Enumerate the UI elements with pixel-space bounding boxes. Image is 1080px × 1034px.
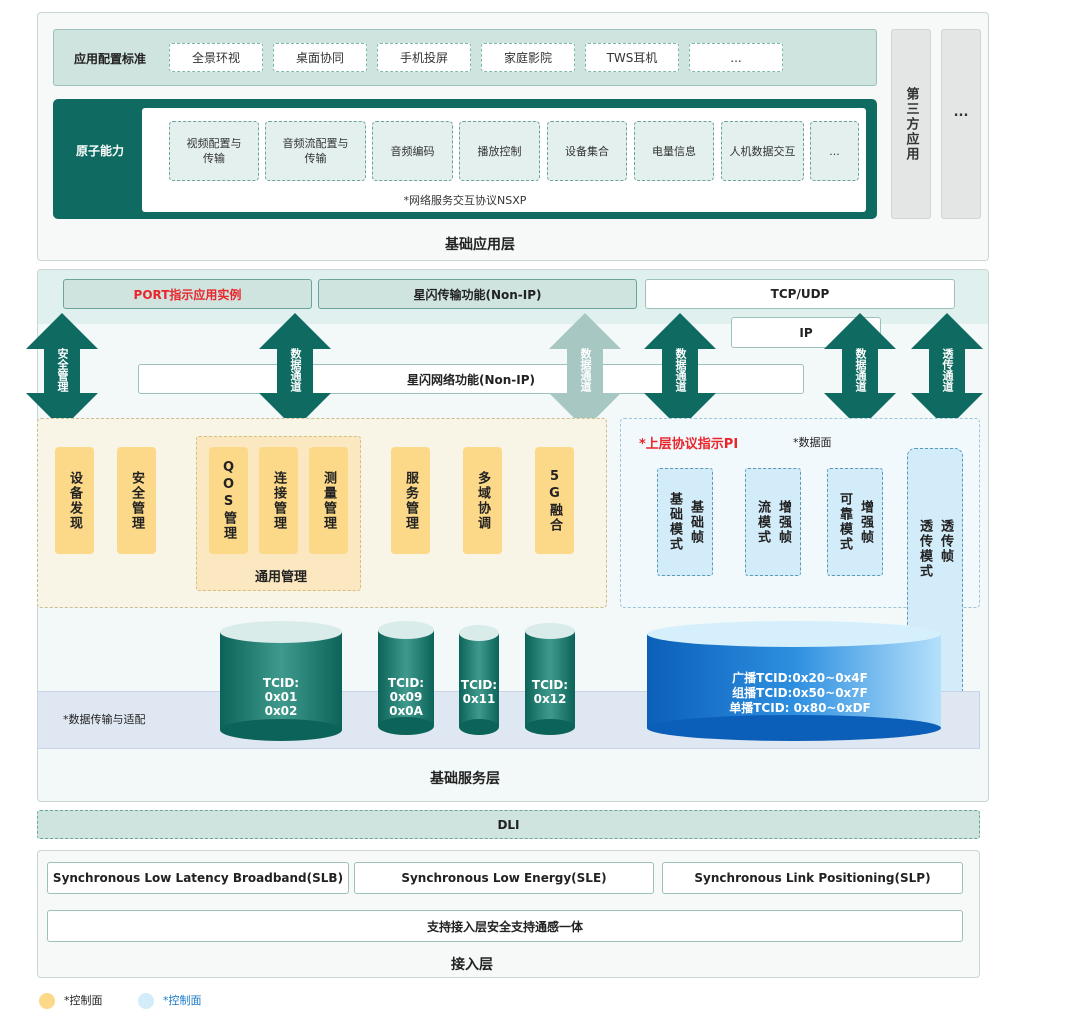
app-layer-title: 基础应用层 <box>445 237 515 253</box>
access-layer-title: 接入层 <box>451 957 493 973</box>
atom-item: 设备集合 <box>547 121 627 181</box>
tcid-cylinder <box>378 621 434 735</box>
mgmt-service: 服务管理 <box>391 447 430 554</box>
arrow-data-1-label: 数据通道 <box>289 348 302 392</box>
atom-item: 音频流配置与传输 <box>265 121 366 181</box>
arrow-data-4-label: 数据通道 <box>854 348 867 392</box>
standard-item: 桌面协同 <box>273 43 367 72</box>
arrow-transparent <box>911 313 983 429</box>
mode-stream: 流模式 增强帧 <box>745 468 801 576</box>
mgmt-measurement: 测量管理 <box>309 447 348 554</box>
third-party-label: 第三方应用 <box>903 86 919 162</box>
legend-blue-dot <box>138 993 154 1009</box>
atom-label: 原子能力 <box>75 143 124 158</box>
atom-item: 人机数据交互 <box>721 121 804 181</box>
atom-item: ... <box>810 121 859 181</box>
arrow-data-2 <box>549 313 621 429</box>
standard-item: 全景环视 <box>169 43 263 72</box>
more-label: ... <box>953 105 969 120</box>
mgmt-device-discovery: 设备发现 <box>55 447 94 554</box>
tcid-label: TCID: 0x01 0x02 <box>262 676 300 718</box>
legend-yellow-dot <box>39 993 55 1009</box>
tcp-udp-bar: TCP/UDP <box>645 279 955 309</box>
standards-label: 应用配置标准 <box>73 51 146 66</box>
tcid-label: TCID: 0x11 <box>460 678 498 706</box>
transport-label: *数据传输与适配 <box>63 713 146 726</box>
standard-item: TWS耳机 <box>585 43 679 72</box>
arrow-transparent-label: 透传通道 <box>941 348 954 392</box>
sle-bar: Synchronous Low Energy(SLE) <box>354 862 654 894</box>
broadcast-labels: 广播TCID:0x20~0x4F 组播TCID:0x50~0x7F 单播TCID… <box>729 670 871 715</box>
arrow-security <box>26 313 98 429</box>
arrow-data-2-label: 数据通道 <box>579 348 592 392</box>
tcid-label: TCID: 0x09 0x0A <box>387 676 425 718</box>
standard-item: 手机投屏 <box>377 43 471 72</box>
mgmt-5g: 5G融合 <box>535 447 574 554</box>
slb-bar: Synchronous Low Latency Broadband(SLB) <box>47 862 349 894</box>
tcid-cylinder <box>220 621 342 741</box>
arrow-data-3 <box>644 313 716 429</box>
atom-item: 视频配置与传输 <box>169 121 259 181</box>
third-party-more: ... <box>941 29 981 219</box>
standard-item: ... <box>689 43 783 72</box>
tcid-label: TCID: 0x12 <box>531 678 569 706</box>
legend-control-label: *控制面 <box>64 994 103 1007</box>
legend-control2-label: *控制面 <box>163 994 202 1007</box>
standard-item: 家庭影院 <box>481 43 575 72</box>
third-party-app: 第三方应用 <box>891 29 931 219</box>
tcid-cylinder <box>525 623 575 735</box>
arrow-security-label: 安全管理 <box>56 348 69 392</box>
nsxp-label: *网络服务交互协议NSXP <box>403 194 527 207</box>
data-plane-label: *数据面 <box>793 436 832 449</box>
mode-basic: 基础模式 基础帧 <box>657 468 713 576</box>
mgmt-connection: 连接管理 <box>259 447 298 554</box>
arrow-data-1 <box>259 313 331 429</box>
port-bar: PORT指示应用实例 <box>63 279 312 309</box>
tcid-cylinder <box>459 625 499 735</box>
access-security-bar: 支持接入层安全支持通感一体 <box>47 910 963 942</box>
atom-item: 音频编码 <box>372 121 453 181</box>
pi-title: *上层协议指示PI <box>639 437 739 452</box>
arrow-data-3-label: 数据通道 <box>674 348 687 392</box>
arrow-data-4 <box>824 313 896 429</box>
mgmt-qos: QOS管理 <box>209 447 248 554</box>
mgmt-security: 安全管理 <box>117 447 156 554</box>
atom-item: 电量信息 <box>634 121 714 181</box>
mgmt-multi-domain: 多域协调 <box>463 447 502 554</box>
dli-bar: DLI <box>37 810 980 839</box>
mode-reliable: 可靠模式 增强帧 <box>827 468 883 576</box>
transfer-bar: 星闪传输功能(Non-IP) <box>318 279 637 309</box>
service-layer-title: 基础服务层 <box>430 771 500 787</box>
general-mgmt-label: 通用管理 <box>254 569 307 585</box>
broadcast-cylinder <box>647 621 941 741</box>
slp-bar: Synchronous Link Positioning(SLP) <box>662 862 963 894</box>
atom-item: 播放控制 <box>459 121 540 181</box>
